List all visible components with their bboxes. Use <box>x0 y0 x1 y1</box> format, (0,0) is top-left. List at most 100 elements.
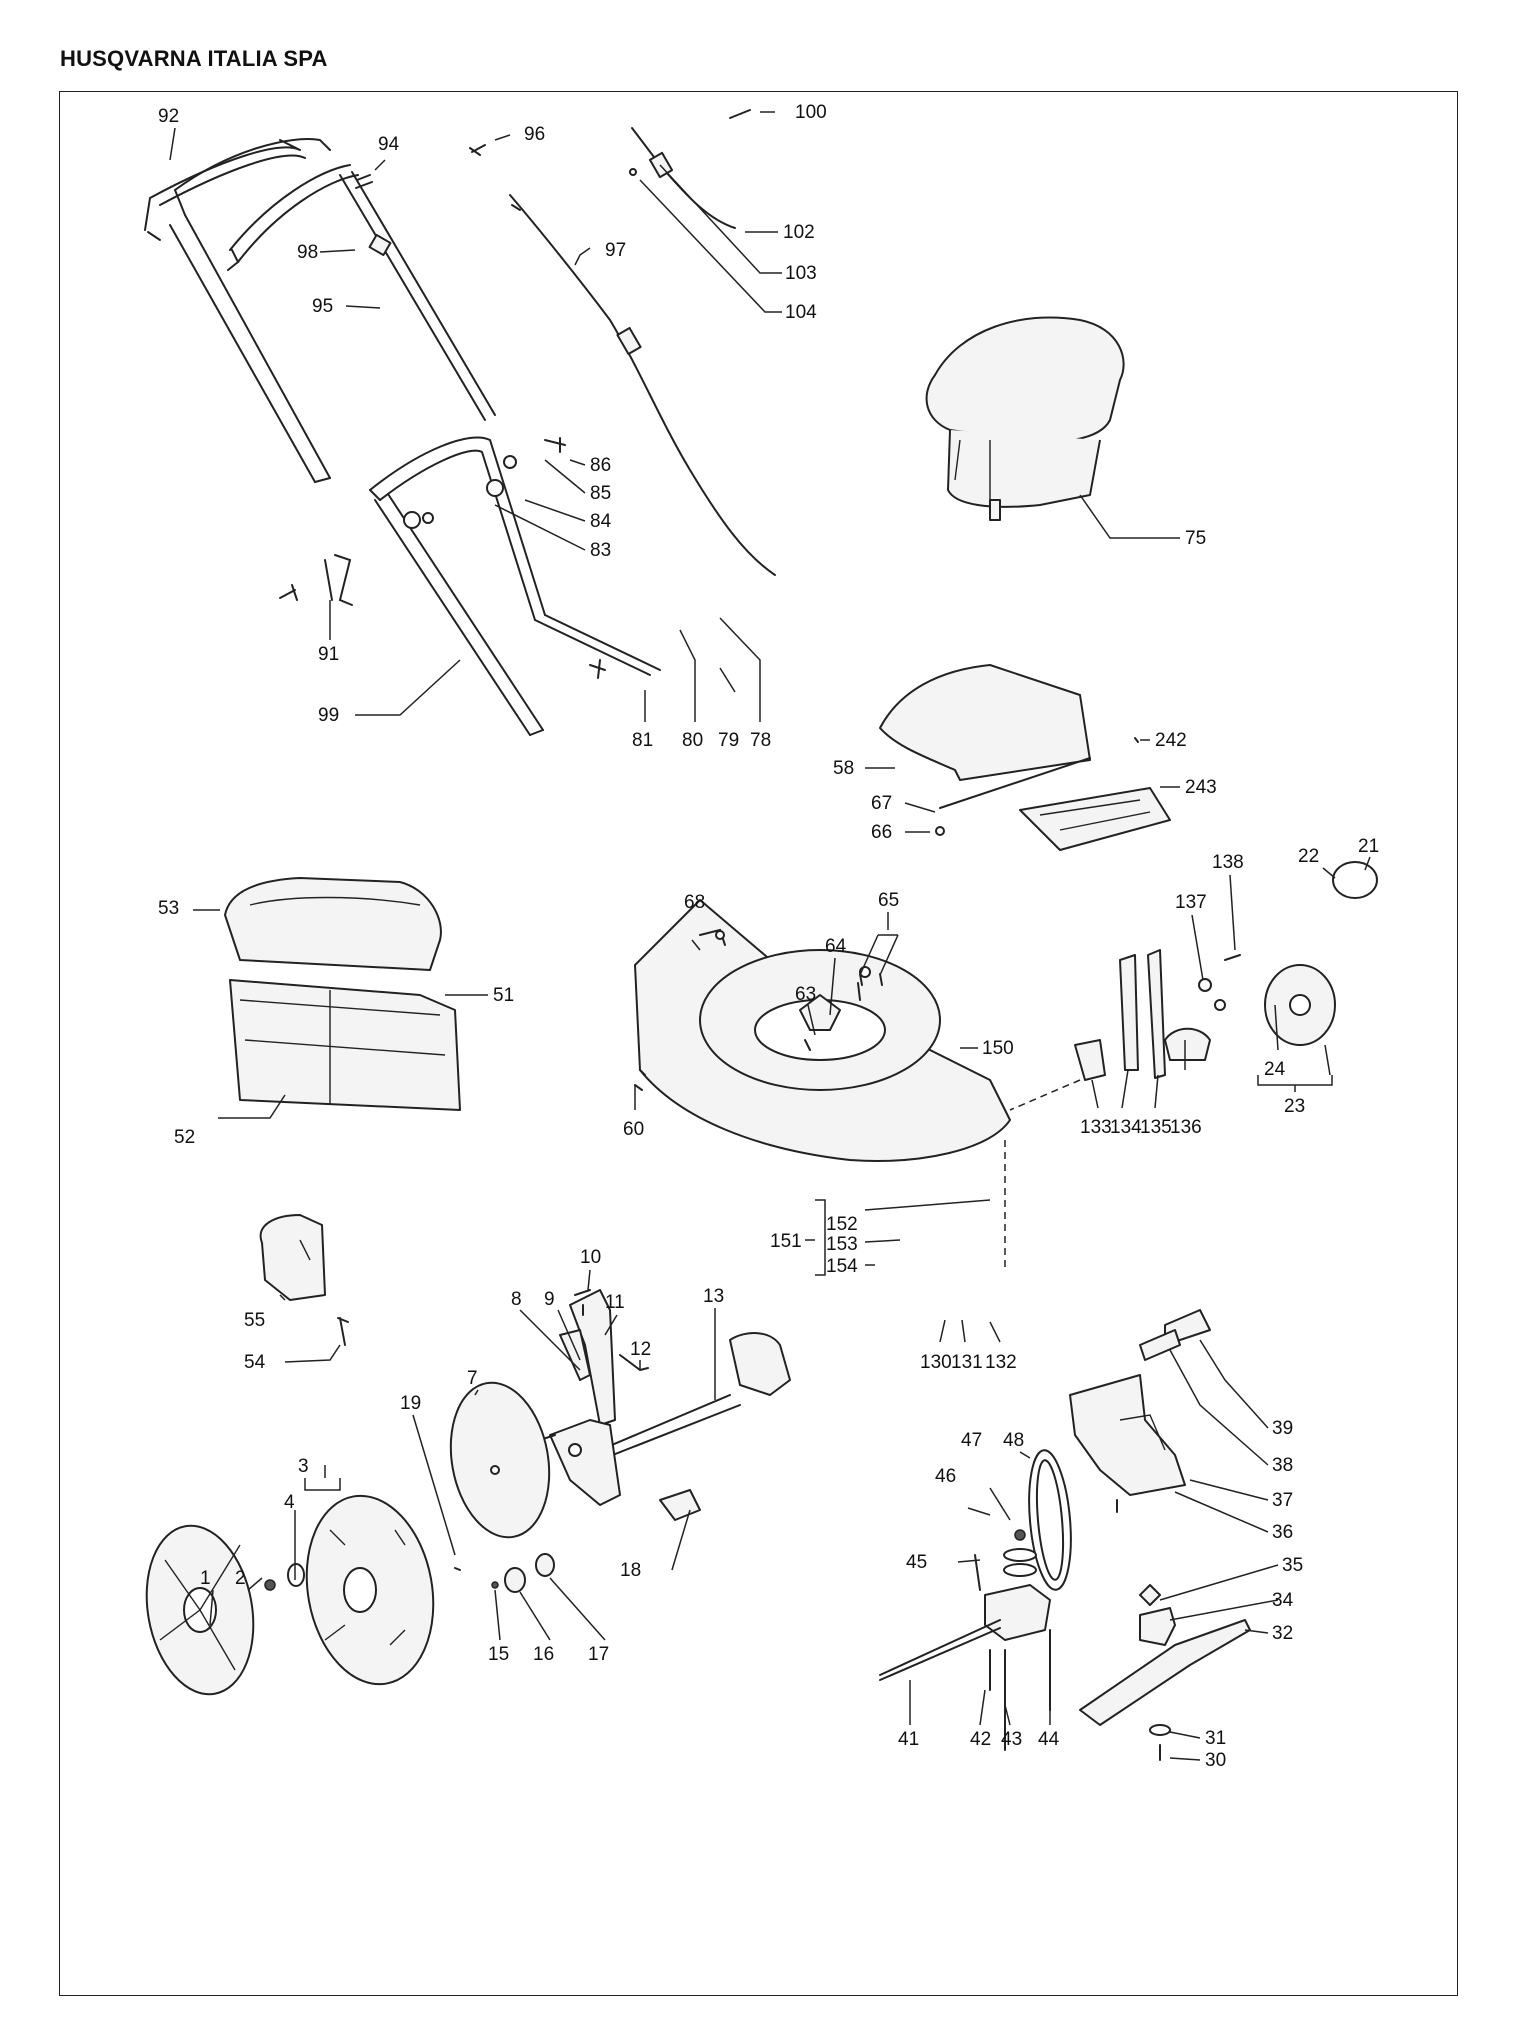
part-label: 3 <box>298 1456 309 1477</box>
part-label: 132 <box>985 1352 1017 1373</box>
front-cover-drawing <box>259 1214 349 1346</box>
part-label: 150 <box>982 1038 1014 1059</box>
part-label: 48 <box>1003 1430 1024 1451</box>
part-label: 135 <box>1140 1117 1172 1138</box>
part-labels: 92 94 96 100 98 95 97 102 103 104 86 85 … <box>158 102 1379 1771</box>
part-label: 34 <box>1272 1590 1294 1611</box>
part-label: 46 <box>935 1466 956 1487</box>
part-label: 63 <box>795 984 816 1005</box>
part-label: 38 <box>1272 1455 1293 1476</box>
part-label: 9 <box>544 1289 555 1310</box>
grass-bag-drawing <box>224 877 461 1111</box>
upper-handle-drawing <box>144 138 496 483</box>
part-label: 92 <box>158 106 179 127</box>
part-label: 83 <box>590 540 611 561</box>
transmission-drawing <box>879 1309 1251 1761</box>
part-label: 44 <box>1038 1729 1060 1750</box>
part-label: 66 <box>871 822 892 843</box>
part-label: 15 <box>488 1644 509 1665</box>
part-label: 7 <box>467 1368 478 1389</box>
part-label: 242 <box>1155 730 1187 751</box>
cable-drawing <box>469 109 776 576</box>
part-label: 97 <box>605 240 626 261</box>
part-label: 16 <box>533 1644 554 1665</box>
part-label: 64 <box>825 936 847 957</box>
part-label: 39 <box>1272 1418 1293 1439</box>
part-label: 100 <box>795 102 827 123</box>
part-label: 95 <box>312 296 333 317</box>
part-label: 51 <box>493 985 514 1006</box>
part-label: 131 <box>951 1352 983 1373</box>
page-header: HUSQVARNA ITALIA SPA <box>60 46 328 71</box>
height-adjust-drawing <box>1074 861 1378 1081</box>
part-label: 10 <box>580 1247 601 1268</box>
part-label: 21 <box>1358 836 1379 857</box>
assembly-guide-line <box>1004 1079 1081 1270</box>
part-label: 75 <box>1185 528 1206 549</box>
part-label: 42 <box>970 1729 991 1750</box>
part-label: 65 <box>878 890 899 911</box>
drive-bracket-drawing <box>539 1289 791 1521</box>
part-label: 12 <box>630 1339 651 1360</box>
diagram-frame <box>59 91 1458 1996</box>
part-label: 98 <box>297 242 318 263</box>
part-label: 103 <box>785 263 817 284</box>
part-label: 68 <box>684 892 705 913</box>
part-label: 24 <box>1264 1059 1286 1080</box>
part-label: 80 <box>682 730 703 751</box>
part-label: 137 <box>1175 892 1207 913</box>
part-label: 58 <box>833 758 854 779</box>
part-label: 154 <box>826 1256 858 1277</box>
part-label: 243 <box>1185 777 1217 798</box>
part-label: 45 <box>906 1552 927 1573</box>
part-label: 31 <box>1205 1728 1226 1749</box>
part-label: 11 <box>605 1292 625 1313</box>
part-label: 13 <box>703 1286 724 1307</box>
rear-wheel-drawing <box>145 1381 555 1696</box>
part-label: 35 <box>1282 1555 1303 1576</box>
part-label: 37 <box>1272 1490 1293 1511</box>
part-label: 152 <box>826 1214 858 1235</box>
part-label: 67 <box>871 793 892 814</box>
part-label: 18 <box>620 1560 641 1581</box>
part-label: 23 <box>1284 1096 1305 1117</box>
lower-handle-drawing <box>279 436 661 736</box>
part-label: 22 <box>1298 846 1319 867</box>
part-label: 81 <box>632 730 653 751</box>
part-label: 79 <box>718 730 739 751</box>
part-label: 2 <box>235 1568 246 1589</box>
leader-lines <box>169 111 1371 1761</box>
part-label: 134 <box>1110 1117 1142 1138</box>
part-label: 86 <box>590 455 611 476</box>
part-label: 94 <box>378 134 400 155</box>
part-label: 17 <box>588 1644 609 1665</box>
part-label: 85 <box>590 483 611 504</box>
mower-deck-drawing <box>634 899 1011 1162</box>
part-label: 153 <box>826 1234 858 1255</box>
part-label: 99 <box>318 705 339 726</box>
part-label: 151 <box>770 1231 802 1252</box>
part-label: 84 <box>590 511 612 532</box>
part-label: 55 <box>244 1310 265 1331</box>
part-label: 32 <box>1272 1623 1293 1644</box>
part-label: 36 <box>1272 1522 1293 1543</box>
part-label: 41 <box>898 1729 919 1750</box>
engine-drawing <box>925 316 1125 521</box>
part-label: 43 <box>1001 1729 1022 1750</box>
part-label: 130 <box>920 1352 952 1373</box>
part-label: 96 <box>524 124 545 145</box>
part-label: 8 <box>511 1289 522 1310</box>
part-label: 53 <box>158 898 179 919</box>
part-label: 54 <box>244 1352 266 1373</box>
part-label: 91 <box>318 644 339 665</box>
part-label: 1 <box>200 1568 211 1589</box>
rear-flap-drawing <box>879 664 1171 851</box>
part-label: 102 <box>783 222 815 243</box>
part-label: 52 <box>174 1127 195 1148</box>
part-label: 104 <box>785 302 817 323</box>
part-label: 133 <box>1080 1117 1112 1138</box>
part-label: 19 <box>400 1393 421 1414</box>
part-label: 4 <box>284 1492 295 1513</box>
part-label: 78 <box>750 730 771 751</box>
